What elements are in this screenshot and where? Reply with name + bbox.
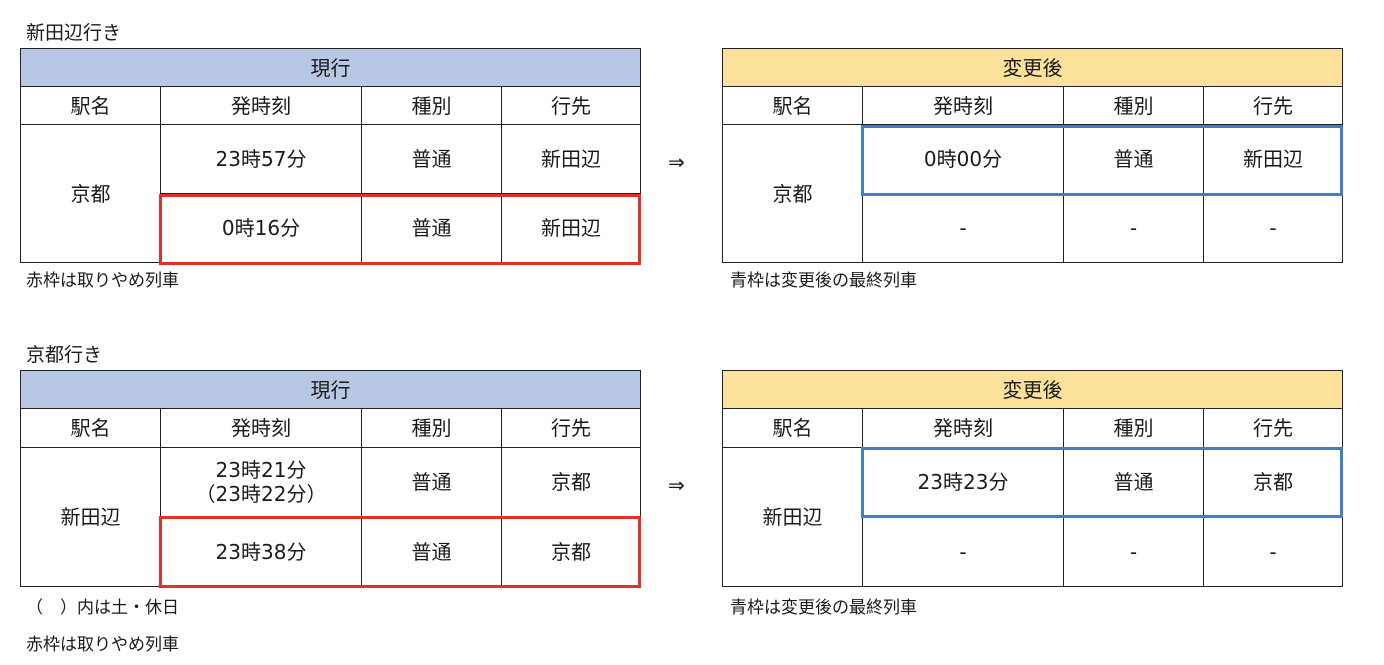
train-type: 普通 — [361, 447, 502, 517]
holiday-note: （ ）内は土・休日 — [26, 598, 179, 618]
col-station: 駅名 — [20, 86, 161, 125]
depart-time: 23時21分 （23時22分） — [160, 447, 362, 517]
station-cell: 新田辺 — [20, 447, 161, 587]
col-type: 種別 — [361, 86, 502, 125]
col-type: 種別 — [1063, 86, 1204, 125]
col-station: 駅名 — [722, 86, 863, 125]
col-dest: 行先 — [501, 408, 641, 448]
train-type: - — [1063, 516, 1204, 587]
current-header: 現行 — [20, 48, 641, 87]
depart-time: 0時16分 — [160, 193, 362, 263]
col-dest: 行先 — [1203, 408, 1343, 448]
col-depart: 発時刻 — [862, 408, 1064, 448]
train-type: 普通 — [361, 124, 502, 194]
train-type: 普通 — [361, 193, 502, 263]
arrow-icon: ⇒ — [668, 473, 685, 497]
current-timetable-kyoto: 現行 駅名 発時刻 種別 行先 新田辺 23時21分 （23時22分） 普通 京… — [20, 370, 641, 587]
changed-header: 変更後 — [722, 48, 1343, 87]
destination: 京都 — [501, 447, 641, 517]
destination: 京都 — [1203, 447, 1343, 517]
destination: - — [1203, 516, 1343, 587]
destination: 京都 — [501, 516, 641, 587]
destination: 新田辺 — [1203, 124, 1343, 194]
current-header: 現行 — [20, 370, 641, 409]
depart-time: 23時38分 — [160, 516, 362, 587]
changed-timetable-shintanabe: 変更後 駅名 発時刻 種別 行先 京都 0時00分 普通 新田辺 - - - — [722, 48, 1343, 263]
changed-header: 変更後 — [722, 370, 1343, 409]
depart-time: 0時00分 — [862, 124, 1064, 194]
col-type: 種別 — [1063, 408, 1204, 448]
depart-time-holiday: （23時22分） — [195, 482, 327, 506]
section-title-kyoto: 京都行き — [26, 344, 103, 366]
section-title-shintanabe: 新田辺行き — [26, 22, 122, 44]
col-station: 駅名 — [20, 408, 161, 448]
train-type: 普通 — [1063, 447, 1204, 517]
train-type: - — [1063, 193, 1204, 263]
station-cell: 新田辺 — [722, 447, 863, 587]
depart-time: - — [862, 193, 1064, 263]
station-cell: 京都 — [722, 124, 863, 263]
col-type: 種別 — [361, 408, 502, 448]
train-type: 普通 — [1063, 124, 1204, 194]
depart-time: - — [862, 516, 1064, 587]
destination: 新田辺 — [501, 193, 641, 263]
current-timetable-shintanabe: 現行 駅名 発時刻 種別 行先 京都 23時57分 普通 新田辺 0時16分 普… — [20, 48, 641, 263]
cancelled-note: 赤枠は取りやめ列車 — [26, 271, 179, 291]
col-dest: 行先 — [1203, 86, 1343, 125]
col-depart: 発時刻 — [160, 408, 362, 448]
changed-timetable-kyoto: 変更後 駅名 発時刻 種別 行先 新田辺 23時23分 普通 京都 - - - — [722, 370, 1343, 587]
col-station: 駅名 — [722, 408, 863, 448]
last-train-note: 青枠は変更後の最終列車 — [730, 598, 917, 618]
depart-time-weekday: 23時21分 — [215, 458, 307, 482]
arrow-icon: ⇒ — [668, 150, 685, 174]
train-type: 普通 — [361, 516, 502, 587]
depart-time: 23時23分 — [862, 447, 1064, 517]
col-depart: 発時刻 — [862, 86, 1064, 125]
destination: 新田辺 — [501, 124, 641, 194]
destination: - — [1203, 193, 1343, 263]
last-train-note: 青枠は変更後の最終列車 — [730, 271, 917, 291]
station-cell: 京都 — [20, 124, 161, 263]
col-dest: 行先 — [501, 86, 641, 125]
depart-time: 23時57分 — [160, 124, 362, 194]
cancelled-note: 赤枠は取りやめ列車 — [26, 635, 179, 655]
col-depart: 発時刻 — [160, 86, 362, 125]
